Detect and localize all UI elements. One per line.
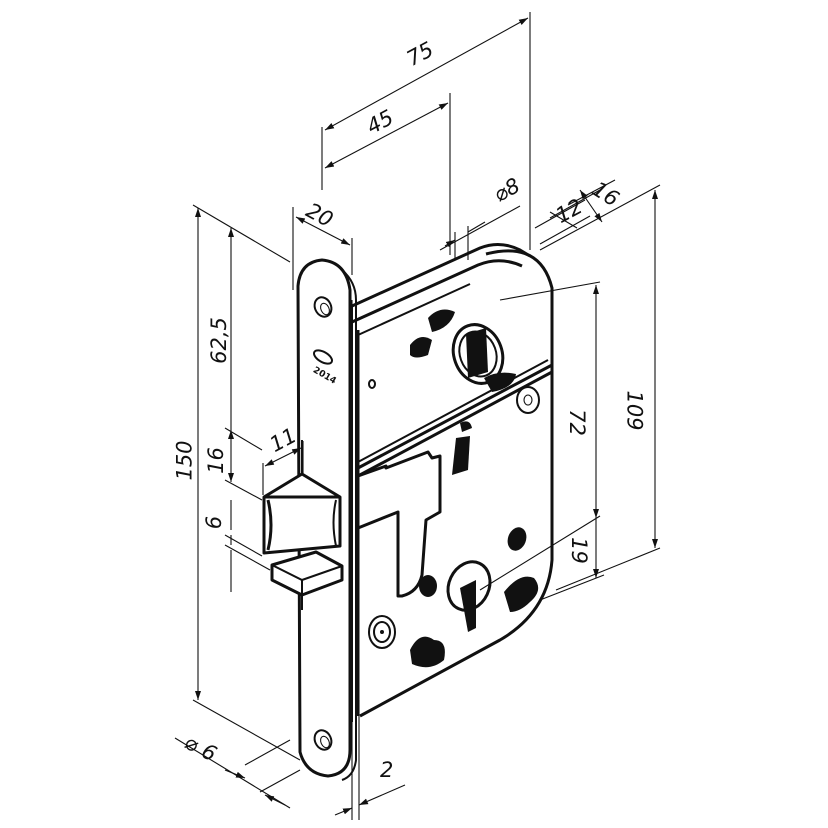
latch-bolt	[262, 440, 344, 610]
dim-faceplate-thickness: 2	[380, 758, 394, 782]
dim-body-height: 109	[622, 390, 647, 431]
lower-mechanism	[357, 421, 539, 668]
dim-latch-height: 16	[203, 447, 228, 474]
faceplate: 2014	[296, 258, 360, 820]
dimension-lines	[174, 12, 661, 816]
dim-spindle-to-cylinder: 72	[564, 409, 589, 436]
dim-latch-gap: 6	[202, 515, 227, 530]
dim-spindle-to-top: 62,5	[206, 317, 231, 364]
spindle-follower	[368, 309, 540, 414]
dim-cylinder-to-bottom: 19	[566, 537, 591, 564]
dim-faceplate-height: 150	[172, 440, 197, 481]
faceplate-marking: 2014	[311, 365, 338, 386]
